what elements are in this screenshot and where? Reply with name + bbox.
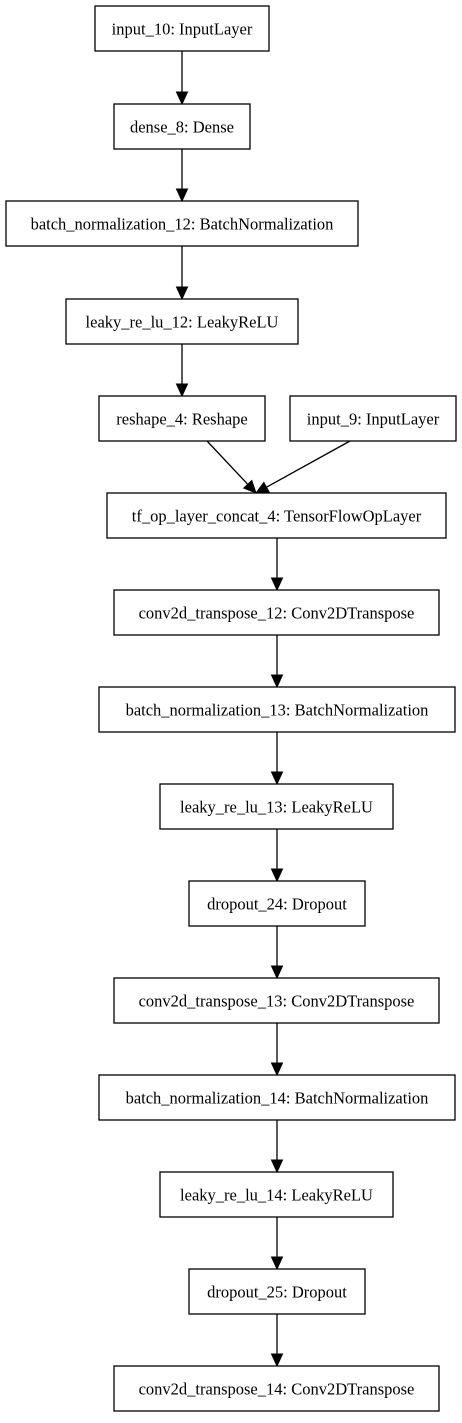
arrowhead [270,1256,284,1271]
node-box [113,977,440,1024]
node-label: input_10: InputLayer [112,20,253,39]
node-box [65,298,299,345]
node-leaky-re-lu-14: leaky_re_lu_14: LeakyReLU [159,1171,394,1218]
node-input-9: input_9: InputLayer [289,395,457,442]
edge-input-9-to-tf-op-layer-concat-4 [254,440,351,494]
edge-dropout-25-to-conv2d-transpose-14 [270,1314,284,1368]
arrowhead [270,771,284,786]
node-batch-normalization-14: batch_normalization_14: BatchNormalizati… [98,1074,456,1121]
edge-leaky-re-lu-12-to-reshape-4 [175,344,189,398]
edge-dropout-24-to-conv2d-transpose-13 [270,926,284,980]
node-box [98,686,456,733]
arrowhead [175,188,189,203]
arrowhead [270,674,284,689]
node-box [5,200,359,247]
edge-input-10-to-dense-8 [175,51,189,106]
node-dense-8: dense_8: Dense [113,103,251,150]
nodes-layer: input_10: InputLayer dense_8: Dense batch_… [5,5,457,1412]
node-label: dropout_25: Dropout [207,1283,347,1302]
node-box [113,589,440,636]
node-batch-normalization-13: batch_normalization_13: BatchNormalizati… [98,686,456,733]
node-leaky-re-lu-13: leaky_re_lu_13: LeakyReLU [159,783,394,830]
node-box [113,103,251,150]
arrowhead [270,1353,284,1368]
node-box [98,395,266,442]
node-reshape-4: reshape_4: Reshape [98,395,266,442]
arrowhead [270,965,284,980]
node-box [188,880,366,927]
arrowhead [270,1159,284,1174]
edge-line [266,440,351,488]
node-label: batch_normalization_13: BatchNormalizati… [126,701,429,720]
edge-reshape-4-to-tf-op-layer-concat-4 [206,440,257,494]
edge-leaky-re-lu-14-to-dropout-25 [270,1217,284,1271]
node-box [94,5,270,52]
arrowhead [270,577,284,592]
arrowhead [270,868,284,883]
node-label: reshape_4: Reshape [116,410,248,429]
edge-batch-normalization-13-to-leaky-re-lu-13 [270,732,284,786]
node-conv2d-transpose-14: conv2d_transpose_14: Conv2DTranspose [113,1365,440,1412]
node-box [159,1171,394,1218]
arrowhead [175,91,189,106]
edge-conv2d-transpose-13-to-batch-normalization-14 [270,1023,284,1077]
edges-layer [175,51,351,1368]
node-label: dropout_24: Dropout [207,895,347,914]
node-input-10: input_10: InputLayer [94,5,270,52]
node-box [113,1365,440,1412]
node-label: tf_op_layer_concat_4: TensorFlowOpLayer [132,507,422,526]
node-label: leaky_re_lu_12: LeakyReLU [86,313,279,332]
node-label: batch_normalization_12: BatchNormalizati… [31,215,334,234]
node-label: leaky_re_lu_14: LeakyReLU [180,1186,373,1205]
edge-dense-8-to-batch-normalization-12 [175,149,189,203]
node-label: dense_8: Dense [130,118,234,137]
arrowhead [254,481,270,494]
node-label: leaky_re_lu_13: LeakyReLU [180,798,373,817]
edge-conv2d-transpose-12-to-batch-normalization-13 [270,635,284,689]
node-label: batch_normalization_14: BatchNormalizati… [126,1089,429,1108]
node-label: conv2d_transpose_12: Conv2DTranspose [139,604,415,623]
node-dropout-25: dropout_25: Dropout [188,1268,366,1315]
arrowhead [242,479,257,494]
node-box [188,1268,366,1315]
node-leaky-re-lu-12: leaky_re_lu_12: LeakyReLU [65,298,299,345]
edge-batch-normalization-12-to-leaky-re-lu-12 [175,246,189,301]
node-label: input_9: InputLayer [307,410,440,429]
node-conv2d-transpose-13: conv2d_transpose_13: Conv2DTranspose [113,977,440,1024]
arrowhead [175,383,189,398]
arrowhead [270,1062,284,1077]
node-box [98,1074,456,1121]
node-conv2d-transpose-12: conv2d_transpose_12: Conv2DTranspose [113,589,440,636]
node-tf-op-layer-concat-4: tf_op_layer_concat_4: TensorFlowOpLayer [106,492,447,539]
node-box [159,783,394,830]
node-box [289,395,457,442]
node-batch-normalization-12: batch_normalization_12: BatchNormalizati… [5,200,359,247]
edge-tf-op-layer-concat-4-to-conv2d-transpose-12 [270,538,284,592]
edge-leaky-re-lu-13-to-dropout-24 [270,829,284,883]
edge-line [206,440,249,485]
node-box [106,492,447,539]
node-dropout-24: dropout_24: Dropout [188,880,366,927]
arrowhead [175,286,189,301]
node-label: conv2d_transpose_14: Conv2DTranspose [139,1380,415,1399]
node-label: conv2d_transpose_13: Conv2DTranspose [139,992,415,1011]
edge-batch-normalization-14-to-leaky-re-lu-14 [270,1120,284,1174]
